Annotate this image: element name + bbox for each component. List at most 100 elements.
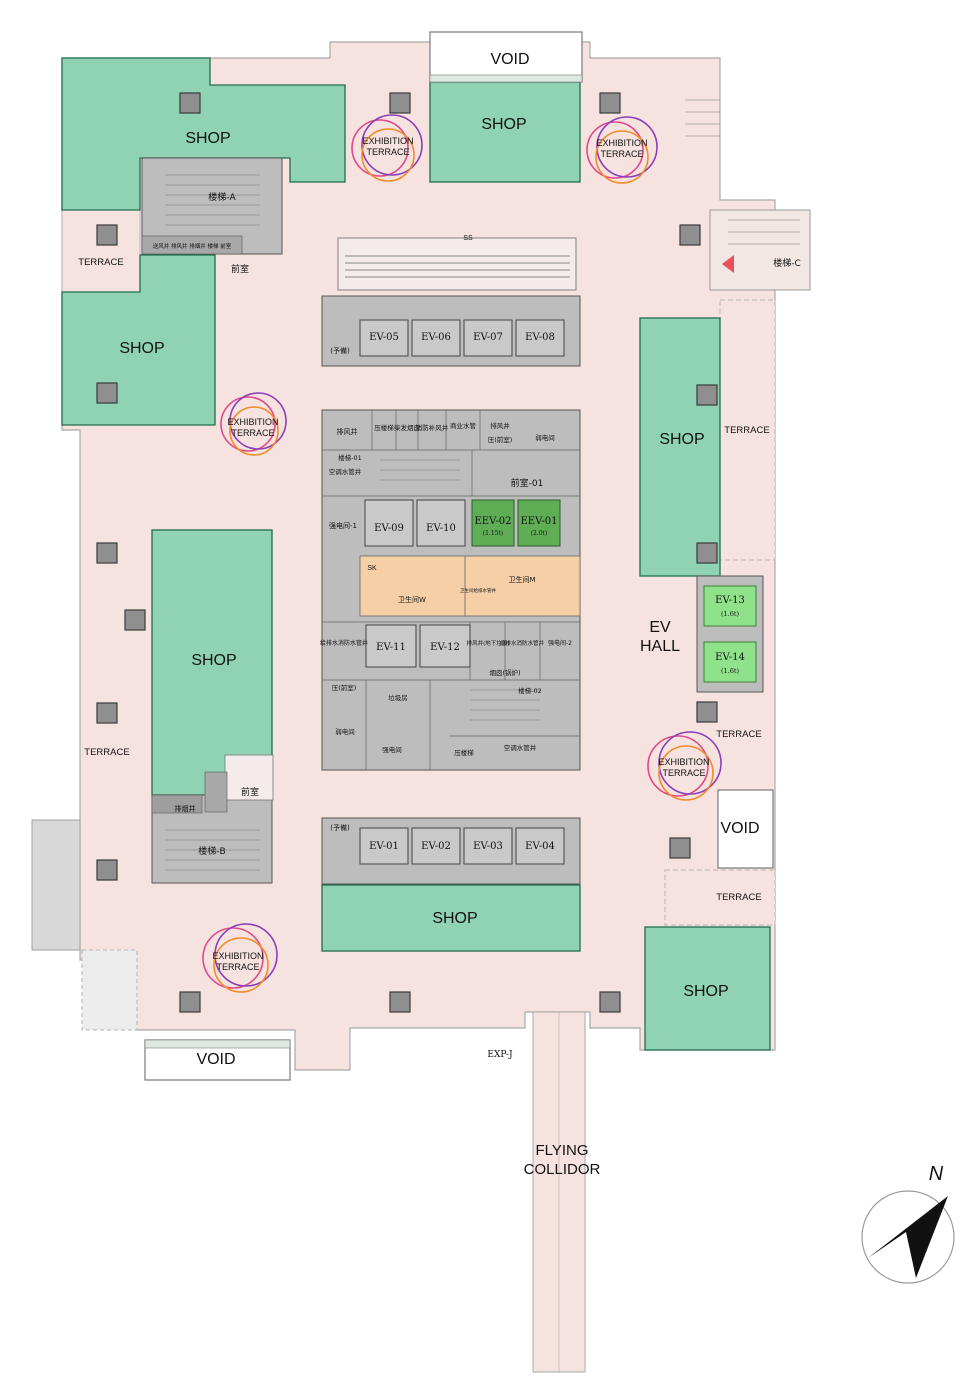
ev-01-label: EV-01 xyxy=(369,841,399,852)
ev-03-label: EV-03 xyxy=(473,841,503,852)
press-stair-2-label: 压楼梯 xyxy=(454,748,474,757)
terrace-upper-left-label: TERRACE xyxy=(78,257,123,268)
ev-hall-line1: EV xyxy=(649,619,671,636)
eev-01-label: EEV-01 xyxy=(520,516,557,527)
smoke-shaft-label: 排烟井 xyxy=(175,804,196,813)
fire-water-label: 给排水消防水管井 xyxy=(500,639,545,647)
void-bottom-strip xyxy=(144,1039,291,1049)
ac-water-2-label: 空调水管井 xyxy=(504,743,537,752)
north-label: N xyxy=(929,1163,944,1185)
void-top-strip xyxy=(429,74,583,83)
void-labels: VOID VOID VOID xyxy=(196,51,759,1068)
terrace-lower-right xyxy=(664,869,776,926)
shop-left-label: SHOP xyxy=(119,340,164,357)
columns xyxy=(96,92,718,1013)
flying-line1: FLYING xyxy=(535,1142,588,1159)
exhibition-labels: EXHIBITION TERRACE EXHIBITION TERRACE EX… xyxy=(212,136,709,972)
void-right xyxy=(717,789,774,869)
ev-05-label: EV-05 xyxy=(369,332,399,343)
stair-02-label: 楼梯-02 xyxy=(518,686,542,695)
void-right-label: VOID xyxy=(720,820,759,837)
exhibition-2-l1: EXHIBITION xyxy=(596,138,647,148)
flue-boiler-label: 烟囱(锅炉) xyxy=(489,668,520,677)
wc-w-label: 卫生间W xyxy=(398,595,426,604)
core-partitions xyxy=(322,410,580,770)
exhaust-shaft-2-label: 排风井 xyxy=(490,421,510,430)
sk-label: SK xyxy=(367,565,377,572)
escalator-frame xyxy=(337,237,577,291)
ac-water-label: 空调水管井 xyxy=(329,467,362,476)
ev-hall-line2: HALL xyxy=(640,638,680,655)
shop-upper-left xyxy=(61,57,346,211)
exp-j-label: EXP-J xyxy=(487,1050,513,1060)
wc-m-label: 卫生间M xyxy=(508,575,535,584)
shop-labels: SHOP SHOP SHOP SHOP SHOP SHOP SHOP xyxy=(119,116,728,1000)
eev-02-label: EEV-02 xyxy=(474,516,511,527)
exhibition-3-l2: TERRACE xyxy=(231,428,274,438)
terrace-labels: TERRACE TERRACE TERRACE TERRACE TERRACE xyxy=(78,257,769,903)
shop-upper-center-label: SHOP xyxy=(481,116,526,133)
exhibition-5-l2: TERRACE xyxy=(216,962,259,972)
exhibition-4-l1: EXHIBITION xyxy=(658,757,709,767)
ev-06-label: EV-06 xyxy=(421,332,451,343)
void-bottom-label: VOID xyxy=(196,1051,235,1068)
shop-center-left xyxy=(151,529,273,796)
shop-lower-right xyxy=(644,926,771,1051)
ev-04-label: EV-04 xyxy=(525,841,555,852)
ev-13-label: EV-13 xyxy=(715,595,745,606)
wc-note-label: 卫生间给排水管井 xyxy=(460,587,496,594)
strong-room-2-label: 强电间-2 xyxy=(548,639,572,647)
weak-room-2-label: 弱电间 xyxy=(335,727,355,736)
ev-12-label: EV-12 xyxy=(430,642,460,653)
stair-c-label: 楼梯-C xyxy=(773,257,801,269)
exhibition-5-l1: EXHIBITION xyxy=(212,951,263,961)
exhaust-basement-label: 排风井(地下垃圾) xyxy=(467,639,510,647)
stair-b-label: 楼梯-B xyxy=(198,845,225,857)
garbage-label: 垃圾房 xyxy=(388,693,408,702)
water-shaft-label: 给排水消防水管井 xyxy=(320,639,368,647)
flying-line2: COLLIDOR xyxy=(524,1161,601,1178)
ramp-lower xyxy=(81,949,138,1031)
stair-b-lobby xyxy=(224,754,274,801)
upper-spare-label: (予備) xyxy=(330,346,350,355)
exhaust-shaft-label: 排风井 xyxy=(337,427,358,436)
elevator-labels: EV-05 EV-06 EV-07 EV-08 (予備) EV-09 EV-10… xyxy=(330,332,745,852)
strong-room-label: 强电间 xyxy=(382,745,402,754)
eev-02-cap: (1.15t) xyxy=(483,530,503,537)
ev-14-cap: (1.6t) xyxy=(721,667,739,675)
lower-spare-label: (予備) xyxy=(330,823,350,832)
ev-14-label: EV-14 xyxy=(715,652,745,663)
terrace-left-label: TERRACE xyxy=(84,747,129,758)
stair-c-arrow xyxy=(722,255,734,273)
ev-hall-label: EV HALL xyxy=(640,619,680,655)
fire-shaft-label: 消防补风井 xyxy=(416,423,449,432)
exhibition-2-l2: TERRACE xyxy=(600,149,643,159)
room-labels: 楼梯-A 送风井 排风井 排烟井 楼梯 前室 前室 楼梯-C 排风井 压楼梯 柴… xyxy=(153,191,801,857)
north-arrow: N xyxy=(861,1163,955,1284)
ev-08-label: EV-08 xyxy=(525,332,555,343)
shop-upper-left-label: SHOP xyxy=(185,130,230,147)
press-stair-label: 压楼梯 xyxy=(374,423,394,432)
exhibition-1-l2: TERRACE xyxy=(366,147,409,157)
stair-a-shafts xyxy=(141,235,243,255)
shops xyxy=(61,57,771,1051)
terrace-ev-label: TERRACE xyxy=(716,729,761,740)
weak-room-label: 弱电间 xyxy=(535,433,555,442)
lobby-01-label: 前室-01 xyxy=(511,477,544,489)
terrace-lower-right-label: TERRACE xyxy=(716,892,761,903)
shop-right xyxy=(639,317,721,577)
commercial-water-label: 商业水管 xyxy=(450,421,477,430)
diesel-flue-label: 柴发烟囱 xyxy=(394,423,420,432)
stair-hatches xyxy=(165,99,800,871)
ev-07-label: EV-07 xyxy=(473,332,503,343)
shop-upper-center xyxy=(429,81,581,183)
flying-corridor-label: FLYING COLLIDOR xyxy=(524,1142,601,1178)
shop-lower-right-label: SHOP xyxy=(683,983,728,1000)
exhibition-4-l2: TERRACE xyxy=(662,768,705,778)
void-top-label: VOID xyxy=(490,51,529,68)
shop-center-left-label: SHOP xyxy=(191,652,236,669)
terrace-right xyxy=(719,299,776,561)
shop-right-label: SHOP xyxy=(659,431,704,448)
stair-c-area xyxy=(709,209,811,291)
